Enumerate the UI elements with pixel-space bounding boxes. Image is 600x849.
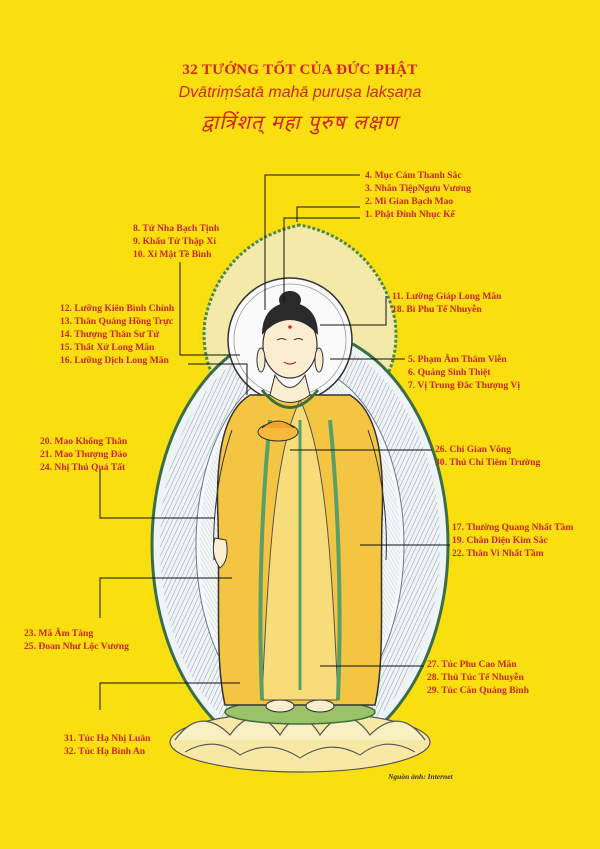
label-6: 6. Quảng Sinh Thiệt [408, 367, 491, 378]
label-18: 18. Bì Phu Tế Nhuyễn [392, 304, 482, 315]
label-32: 32. Túc Hạ Bình An [64, 746, 146, 757]
label-29: 29. Túc Căn Quảng Bình [427, 685, 529, 696]
label-5: 5. Phạm Âm Thâm Viễn [408, 354, 507, 365]
label-group-right-11: 11. Lưỡng Giáp Long Mãn 18. Bì Phu Tế Nh… [392, 290, 501, 316]
label-7: 7. Vị Trung Đắc Thượng Vị [408, 380, 521, 391]
label-21: 21. Mao Thượng Đảo [40, 449, 128, 460]
lotus-base [169, 699, 431, 773]
page-subtitle: Dvātriṃśatā mahā puruṣa lakṣaṇa [178, 84, 422, 101]
label-10: 10. Xỉ Mật Tề Bình [133, 249, 212, 260]
label-11: 11. Lưỡng Giáp Long Mãn [392, 291, 502, 302]
label-16: 16. Lưỡng Dịch Long Mãn [60, 355, 169, 366]
label-3: 3. Nhãn TiệpNgưu Vương [365, 183, 471, 194]
label-8: 8. Tứ Nha Bạch Tịnh [133, 223, 220, 234]
sanskrit-script-line: द्वात्रिंशत् महा पुरुष लक्षण [201, 110, 399, 134]
label-27: 27. Túc Phu Cao Mãn [427, 659, 517, 670]
label-30: 30. Thủ Chỉ Tiêm Trường [435, 457, 541, 468]
label-19: 19. Chân Diện Kim Sắc [452, 535, 548, 546]
label-group-top-right: 4. Mục Cám Thanh Sắc 3. Nhãn TiệpNgưu Vư… [365, 169, 471, 221]
label-20: 20. Mao Khổng Thân [40, 436, 128, 447]
label-group-right-17: 17. Thường Quang Nhất Tầm 19. Chân Diện … [452, 521, 573, 560]
label-1: 1. Phật Đỉnh Nhục Kế [365, 209, 455, 220]
label-group-left-31: 31. Túc Hạ Nhị Luân 32. Túc Hạ Bình An [64, 732, 150, 758]
label-15: 15. Thất Xứ Long Mãn [60, 342, 155, 353]
label-13: 13. Thân Quảng Hồng Trực [60, 316, 174, 327]
label-group-left-12: 12. Lưỡng Kiên Bình Chỉnh 13. Thân Quảng… [60, 302, 174, 367]
label-group-right-27: 27. Túc Phu Cao Mãn 28. Thủ Túc Tế Nhuyễ… [427, 658, 529, 697]
page-title: 32 TƯỚNG TỐT CỦA ĐỨC PHẬT [182, 62, 418, 78]
label-22: 22. Thân Vi Nhất Tầm [452, 548, 544, 559]
label-group-right-5: 5. Phạm Âm Thâm Viễn 6. Quảng Sinh Thiệt… [408, 353, 520, 392]
leader-lines [99, 174, 450, 710]
buddha-body [212, 373, 387, 713]
label-25: 25. Đoan Như Lộc Vương [24, 641, 129, 652]
label-group-upper-left: 8. Tứ Nha Bạch Tịnh 9. Khẩu Tứ Thập Xỉ 1… [133, 222, 219, 261]
label-group-right-26: 26. Chỉ Gian Võng 30. Thủ Chỉ Tiêm Trườn… [435, 443, 540, 469]
label-9: 9. Khẩu Tứ Thập Xỉ [133, 236, 216, 247]
label-12: 12. Lưỡng Kiên Bình Chỉnh [60, 303, 175, 314]
label-23: 23. Mã Âm Tàng [24, 628, 94, 639]
label-24: 24. Nhị Thủ Quá Tất [40, 462, 126, 473]
label-26: 26. Chỉ Gian Võng [435, 444, 512, 455]
label-14: 14. Thượng Thân Sư Tử [60, 329, 160, 340]
label-group-left-23: 23. Mã Âm Tàng 25. Đoan Như Lộc Vương [24, 627, 129, 653]
label-group-left-20: 20. Mao Khổng Thân 21. Mao Thượng Đảo 24… [40, 435, 127, 474]
label-31: 31. Túc Hạ Nhị Luân [64, 733, 151, 744]
label-2: 2. Mi Gian Bạch Mao [365, 196, 454, 207]
label-17: 17. Thường Quang Nhất Tầm [452, 522, 574, 533]
label-28: 28. Thủ Túc Tế Nhuyễn [427, 672, 524, 683]
image-source-note: Nguồn ảnh: Internet [388, 772, 453, 781]
buddha-head [256, 291, 324, 379]
label-4: 4. Mục Cám Thanh Sắc [365, 170, 462, 181]
